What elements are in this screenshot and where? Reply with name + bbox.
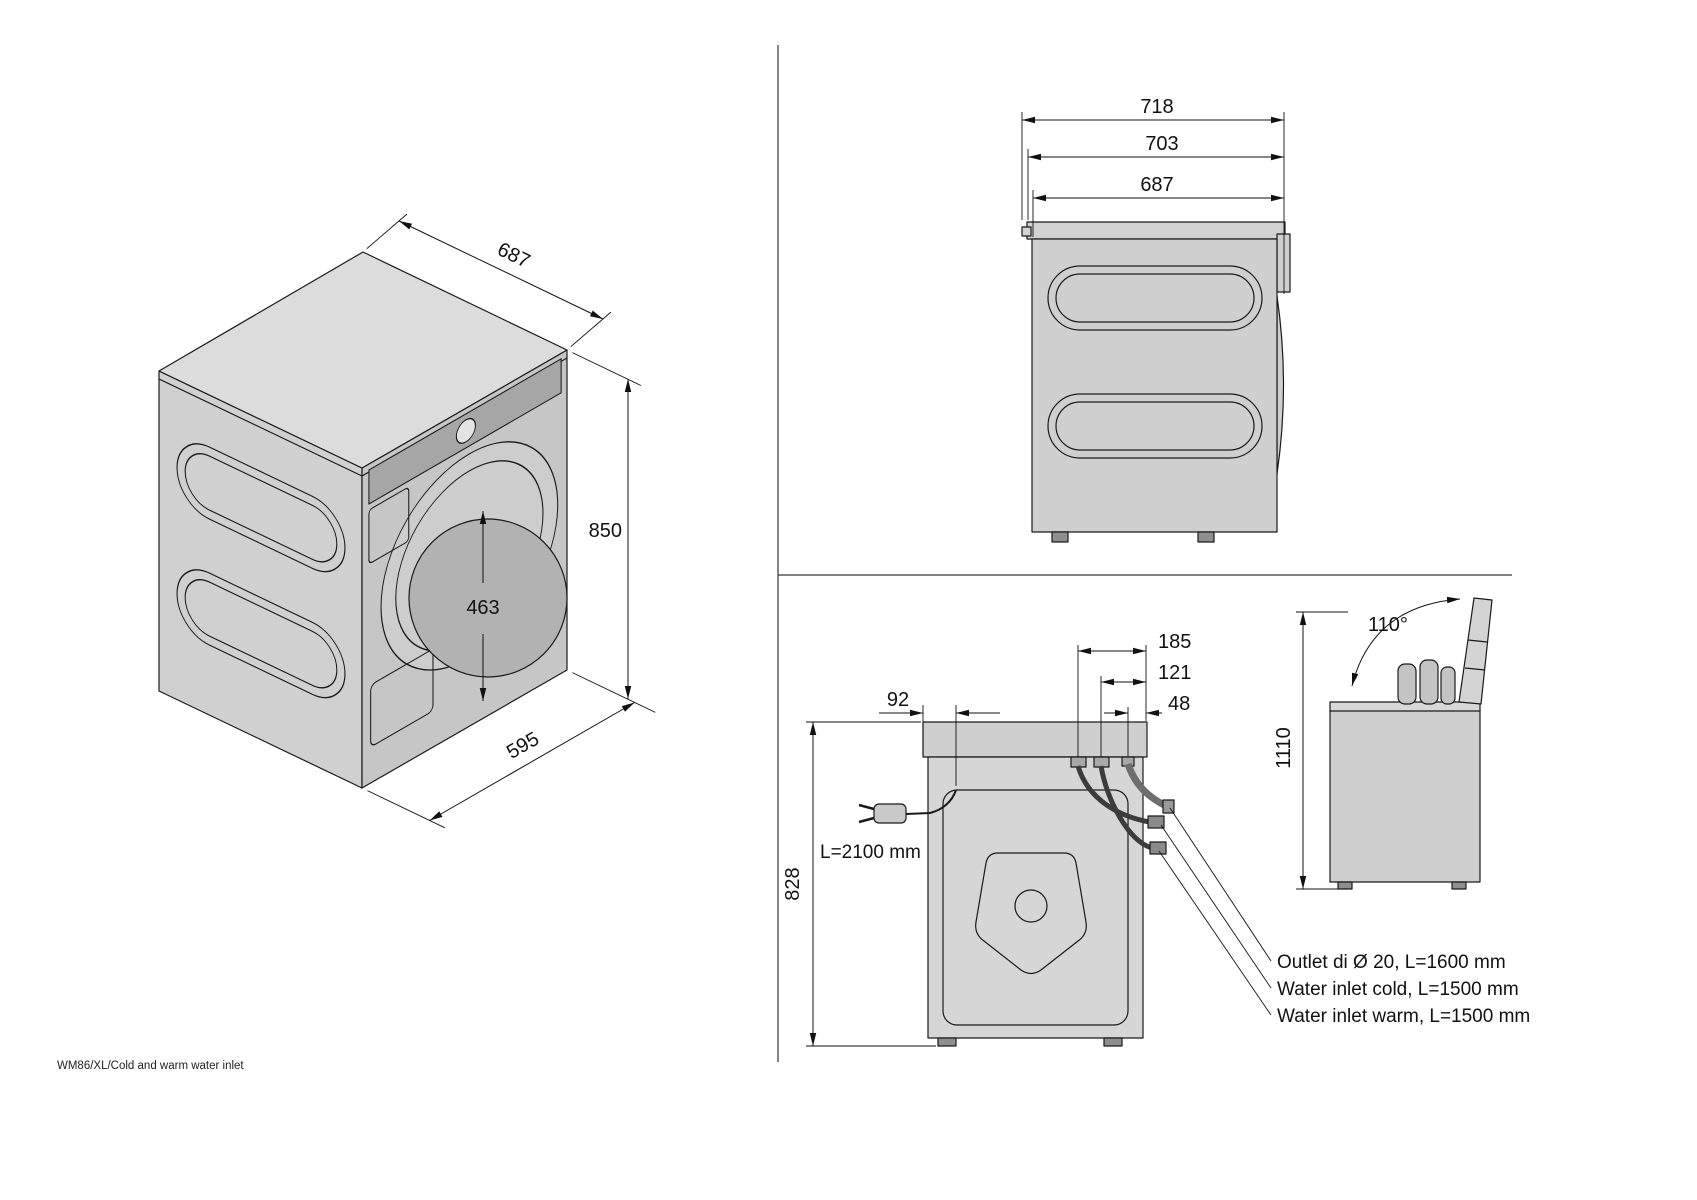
side-body (1031, 238, 1278, 533)
detergent-drawer (368, 487, 410, 564)
lid-angle-label: 110° (1368, 614, 1408, 636)
dim-door-label: 463 (466, 597, 499, 619)
leader-inlet-cold (1160, 824, 1272, 989)
hose-callouts: Outlet di Ø 20, L=1600 mm Water inlet co… (1158, 807, 1530, 1027)
dim-121-label: 121 (1158, 662, 1191, 684)
side-machine (1021, 221, 1291, 543)
side-foot-right (1197, 531, 1215, 543)
rear-drain-cap (1014, 889, 1048, 923)
rear-machine (858, 721, 1175, 1047)
lid-rib (1467, 639, 1488, 643)
lid-open-view: 110° 1110 (1273, 596, 1493, 890)
dim-total-label: 718 (1140, 96, 1173, 118)
power-plug (873, 803, 907, 824)
dim-line (398, 220, 604, 320)
iso-dim-door: 463 (466, 511, 500, 701)
inlet-cold-label: Water inlet cold, L=1500 mm (1277, 979, 1519, 1000)
inlet-valve-warm (1093, 756, 1110, 768)
isometric-view: 687 850 463 595 (158, 213, 656, 829)
rear-view: 828 92 185 121 48 L=2100 mm (782, 631, 1530, 1047)
side-emboss-outer-1 (176, 443, 346, 573)
power-cord (905, 789, 957, 815)
plug-pin-bottom (858, 816, 875, 824)
dim-body-label: 687 (1140, 174, 1173, 196)
rear-dim-92: 92 (879, 689, 1000, 786)
ext-line (572, 672, 656, 713)
side-emboss-inner-1 (184, 453, 338, 563)
lid-height-label: 1110 (1273, 727, 1295, 769)
side-foot-left (1051, 531, 1069, 543)
rear-pump-cover (975, 852, 1087, 975)
iso-dim-height: 850 (572, 352, 656, 713)
dispenser-cups (1397, 659, 1456, 705)
side-emboss-inner-1 (1055, 273, 1255, 323)
plug-pin-top (858, 803, 875, 811)
lid-angle-arc (1351, 596, 1461, 687)
leader-outlet (1169, 807, 1272, 962)
ext-line (572, 352, 642, 386)
side-emboss-outer-1 (1047, 265, 1263, 331)
dim-depth-label: 687 (494, 238, 534, 272)
control-knob (455, 417, 476, 444)
side-emboss-inner-2 (184, 579, 338, 689)
outlet-end (1162, 799, 1175, 814)
dim-185-label: 185 (1158, 631, 1191, 653)
dim-48-label: 48 (1168, 693, 1190, 715)
side-emboss-outer-2 (1047, 393, 1263, 459)
lid-rib (1464, 667, 1486, 671)
rear-dim-828: 828 (782, 721, 936, 1047)
iso-machine (158, 251, 568, 789)
rear-dim-48: 48 (1104, 693, 1190, 756)
side-dims: 718 703 687 (1021, 96, 1285, 294)
side-door-bulge (1276, 295, 1285, 475)
leader-inlet-warm (1158, 850, 1272, 1016)
rear-dim-185: 185 (1077, 631, 1191, 757)
side-embossments (176, 443, 346, 699)
inlet-valve-cold (1070, 756, 1087, 768)
ext-line (367, 790, 446, 829)
side-emboss-outer-2 (176, 569, 346, 699)
inlet-warm-label: Water inlet warm, L=1500 mm (1277, 1006, 1530, 1027)
hose-nut-cold (1147, 815, 1165, 829)
ext-line (366, 213, 408, 250)
lidview-foot-left (1337, 881, 1353, 890)
door-glass (408, 518, 568, 678)
side-panel-protrusion (1276, 233, 1291, 293)
dim-mid-label: 703 (1145, 133, 1178, 155)
rear-foot-left (937, 1037, 957, 1047)
drawing-caption: WM86/XL/Cold and warm water inlet (57, 1060, 244, 1072)
ext-line (570, 311, 612, 348)
rear-lid (922, 721, 1148, 758)
dispenser-cup (1440, 666, 1456, 705)
side-view: 718 703 687 (1021, 96, 1291, 543)
service-flap (370, 650, 434, 746)
side-lid (1026, 221, 1286, 240)
rear-dim-121: 121 (1100, 662, 1191, 757)
inlet-hose-cold (1075, 765, 1151, 825)
rear-panel (942, 789, 1129, 1026)
dim-92-label: 92 (887, 689, 909, 711)
outlet-label: Outlet di Ø 20, L=1600 mm (1277, 952, 1506, 973)
open-lid (1458, 597, 1493, 705)
cord-length-label: L=2100 mm (820, 842, 921, 863)
dim-line (429, 702, 635, 821)
dispenser-cup (1397, 663, 1417, 705)
lidview-body (1329, 709, 1481, 883)
divider-lines (777, 45, 1512, 1062)
side-emboss-inner-2 (1055, 401, 1255, 451)
side-lid-notch (1021, 226, 1032, 237)
inlet-hose-warm (1098, 765, 1153, 851)
rear-foot-right (1103, 1037, 1123, 1047)
hose-nut-warm (1149, 841, 1167, 855)
dim-height-label: 850 (589, 520, 622, 542)
dim-828-label: 828 (782, 867, 804, 900)
lidview-foot-right (1451, 881, 1467, 890)
dispenser-cup (1419, 659, 1439, 705)
